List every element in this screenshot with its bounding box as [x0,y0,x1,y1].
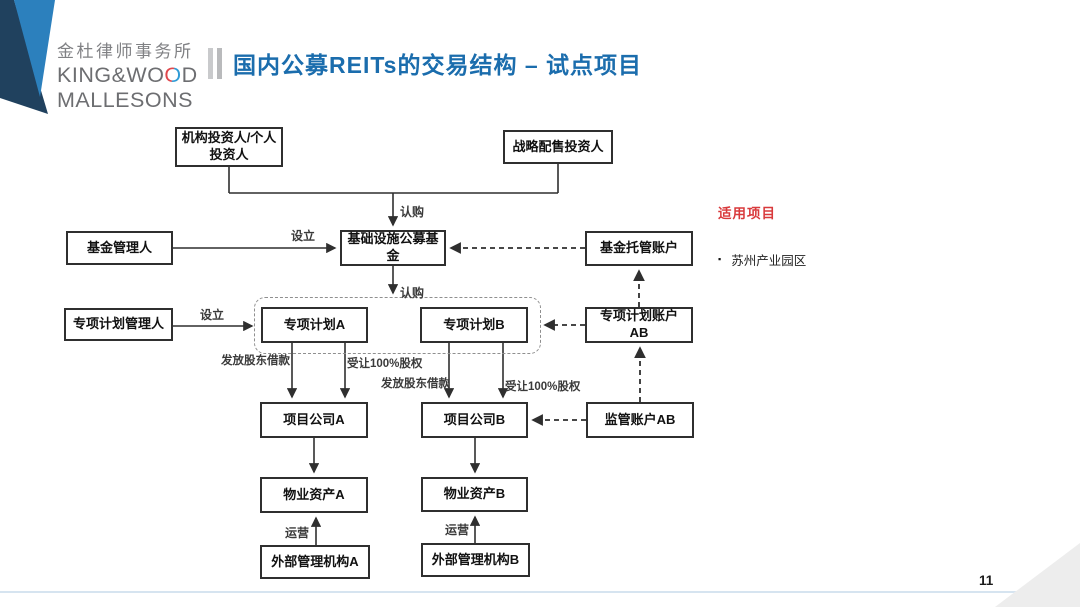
node-property-asset-b: 物业资产B [421,477,528,512]
firm-logo-english-line2: MALLESONS [57,88,193,113]
node-project-company-a: 项目公司A [260,402,368,438]
list-item: ▪ 苏州产业园区 [718,250,806,269]
applicable-projects-title: 适用项目 [718,206,776,221]
firm-logo-chinese: 金杜律师事务所 [57,42,194,61]
edge-label-subscribe-fund: 认购 [400,205,425,219]
node-supervision-account-ab: 监管账户AB [586,402,694,438]
connector-investors [228,164,559,194]
firm-logo-english-line1: KING&WOOD [57,63,198,87]
node-external-manager-a: 外部管理机构A [260,545,370,579]
edge-label-establish-fund: 设立 [291,229,316,243]
bullet-icon: ▪ [718,254,722,264]
page-number: 11 [979,573,994,588]
node-abs-plan-a: 专项计划A [261,307,368,343]
firm-logo: 金杜律师事务所 KING&WOOD MALLESONS [57,37,198,112]
title-bar-icon [217,47,222,79]
node-fund-custody-account: 基金托管账户 [585,231,693,266]
title-accent-bars [208,47,222,79]
node-institutional-individual-investors: 机构投资人/个人投资人 [175,127,283,167]
footer-corner-decoration [995,543,1080,607]
node-abs-plan-manager: 专项计划管理人 [64,308,173,341]
node-external-manager-b: 外部管理机构B [421,543,530,577]
abs-plans-group-outline [254,297,541,354]
edge-label-subscribe-plans: 认购 [400,286,425,300]
edge-label-100pct-equity-b: 受让100%股权 [505,381,581,393]
applicable-project-name: 苏州产业园区 [731,254,807,268]
logo-colored-o: O [164,63,182,87]
edge-label-operate-b: 运营 [445,523,470,537]
node-property-asset-a: 物业资产A [260,477,368,513]
node-project-company-b: 项目公司B [421,402,528,438]
applicable-projects-panel: 适用项目 ▪ 苏州产业园区 [718,202,806,269]
page-title: 国内公募REITs的交易结构 – 试点项目 [233,52,643,78]
edge-label-100pct-equity-a: 受让100%股权 [347,358,423,370]
node-abs-plan-account-ab: 专项计划账户AB [585,307,693,343]
node-fund-manager: 基金管理人 [66,231,173,265]
edge-label-establish-plan: 设立 [200,308,225,322]
node-strategic-placement-investors: 战略配售投资人 [503,130,613,164]
title-bar-icon [208,47,213,79]
edge-label-shareholder-loan-b: 发放股东借款 [381,378,450,390]
edge-label-operate-a: 运营 [285,526,310,540]
footer-divider [0,591,1080,593]
corner-decoration [0,0,55,114]
edge-label-shareholder-loan-a: 发放股东借款 [221,355,290,367]
node-abs-plan-b: 专项计划B [420,307,528,343]
node-infrastructure-public-fund: 基础设施公募基金 [340,230,446,266]
title-block: 国内公募REITs的交易结构 – 试点项目 [208,46,642,80]
